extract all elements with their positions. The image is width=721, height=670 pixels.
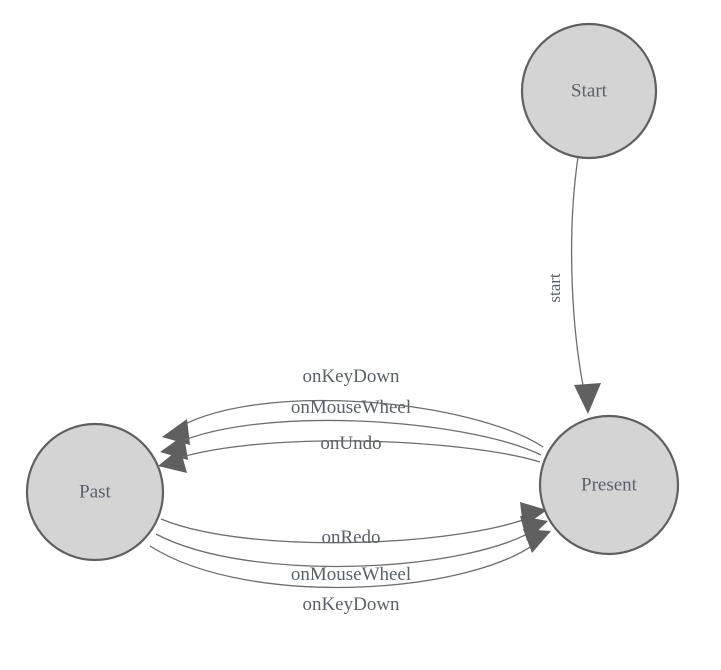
node-past-label: Past — [79, 481, 111, 502]
edge-label-past-present-onredo: onRedo — [321, 527, 380, 548]
edge-start-present[interactable] — [570, 156, 601, 414]
edge-present-past-onundo-path — [166, 440, 541, 463]
edge-label-past-present-onkeydown: onKeyDown — [302, 594, 400, 615]
node-present-circle — [538, 414, 680, 556]
node-present[interactable]: Present — [538, 414, 680, 556]
edge-past-present-onmousewheel-path — [155, 526, 540, 568]
edge-label-present-past-onmousewheel: onMouseWheel — [291, 397, 411, 418]
edge-past-present-onkeydown[interactable] — [149, 529, 551, 589]
edge-past-present-onkeydown-path — [149, 537, 543, 589]
arrowhead-present-past-onundo — [158, 448, 187, 473]
edge-start-present-path — [570, 156, 588, 405]
edge-present-past-onundo[interactable] — [158, 440, 541, 473]
arrowhead-start-present — [574, 383, 601, 414]
arrowhead-past-present-onkeydown — [523, 529, 551, 553]
edge-label-start: start — [545, 273, 564, 303]
edge-present-past-onmousewheel-path — [168, 419, 542, 456]
node-start-label: Start — [571, 80, 608, 101]
node-past[interactable]: Past — [25, 422, 165, 562]
node-start-circle — [520, 22, 658, 160]
edge-past-present-onredo-path — [160, 513, 539, 544]
node-present-label: Present — [581, 474, 638, 495]
edge-label-present-past-onundo: onUndo — [320, 433, 381, 454]
edge-label-present-past-onkeydown: onKeyDown — [302, 366, 400, 387]
edge-present-past-onkeydown-path — [170, 399, 544, 448]
node-start[interactable]: Start — [520, 22, 658, 160]
edge-label-past-present-onmousewheel: onMouseWheel — [291, 564, 411, 585]
node-past-circle — [25, 422, 165, 562]
